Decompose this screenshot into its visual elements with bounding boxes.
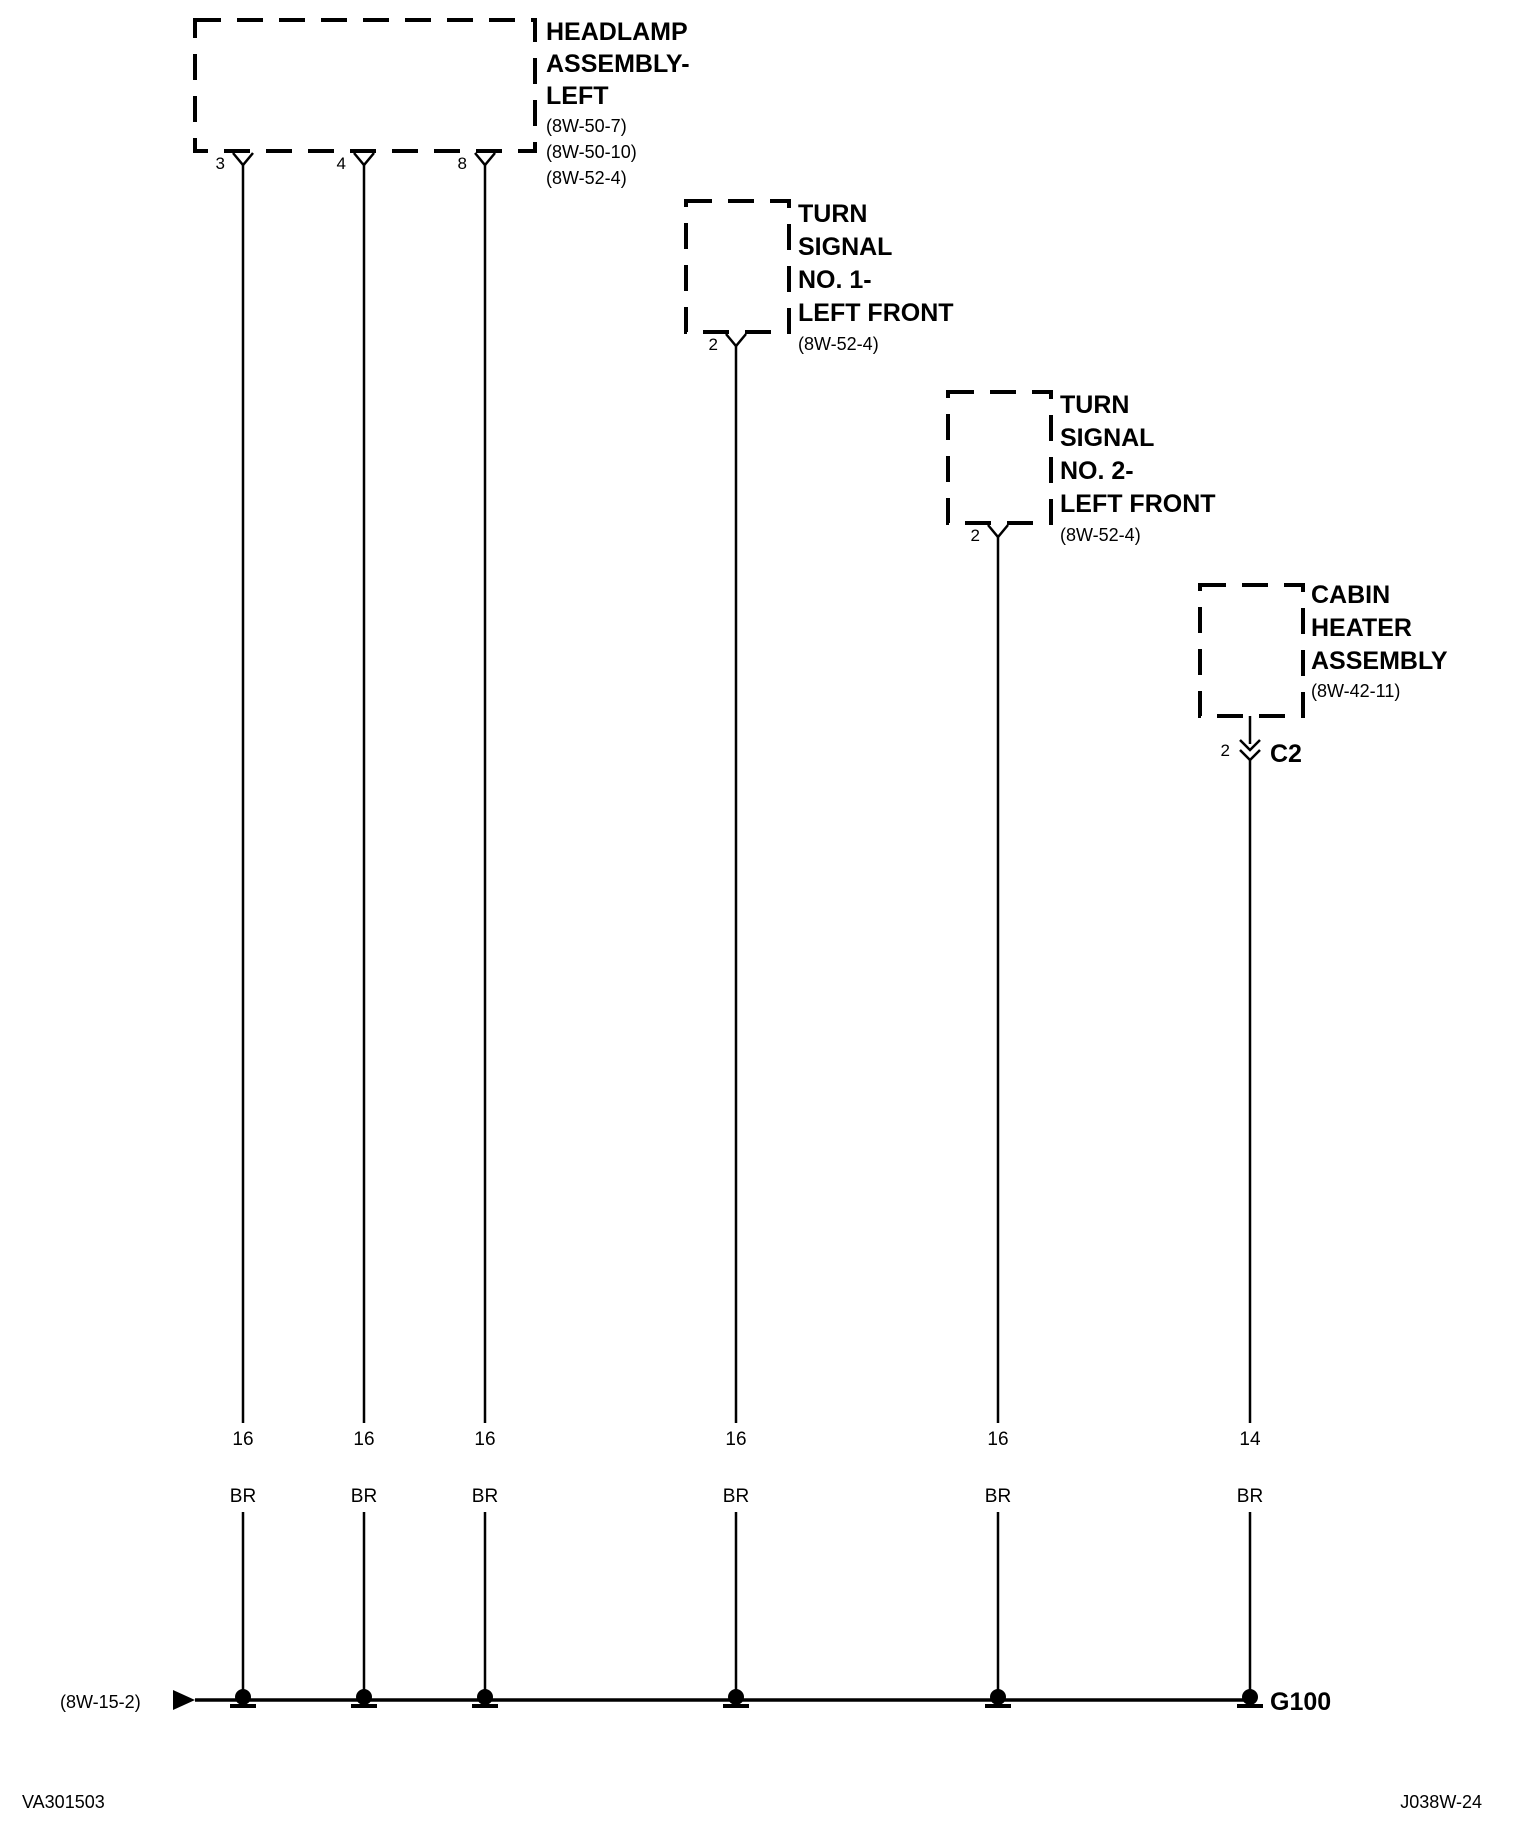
turn-signal-1-title-line-2: SIGNAL bbox=[798, 233, 892, 261]
wire-3-color: BR bbox=[472, 1486, 498, 1507]
wire-1-color: BR bbox=[230, 1486, 256, 1507]
wire-2-pin-label: 4 bbox=[337, 154, 346, 173]
wire-1-connector-y bbox=[232, 152, 254, 167]
wire-5-pin-label: 2 bbox=[971, 526, 980, 545]
wire-1-splice-dot bbox=[235, 1689, 251, 1705]
wire-3-splice-dot bbox=[477, 1689, 493, 1705]
footer-left-code: VA301503 bbox=[22, 1792, 105, 1812]
cabin-heater-ref: (8W-42-11) bbox=[1311, 681, 1400, 701]
wire-6-color: BR bbox=[1237, 1486, 1263, 1507]
wire-6-gauge: 14 bbox=[1239, 1429, 1261, 1450]
turn-signal-2-box bbox=[946, 390, 1053, 525]
wire-1-splice-base bbox=[230, 1704, 256, 1708]
bus-arrow-icon bbox=[173, 1690, 195, 1710]
wire-1-gauge: 16 bbox=[232, 1429, 253, 1450]
component-cabin-heater-assembly: CABIN HEATER ASSEMBLY (8W-42-11) C2 bbox=[1198, 581, 1448, 768]
wire-5-gauge: 16 bbox=[987, 1429, 1008, 1450]
wire-4-pin-label: 2 bbox=[709, 335, 718, 354]
wire-5-connector-y bbox=[987, 524, 1009, 539]
ground-bus: (8W-15-2) G100 bbox=[60, 1688, 1331, 1716]
wire-3-splice-base bbox=[472, 1704, 498, 1708]
wire-3-pin-label: 8 bbox=[458, 154, 467, 173]
wire-4-splice-base bbox=[723, 1704, 749, 1708]
wire-3-gauge: 16 bbox=[474, 1429, 495, 1450]
turn-signal-1-title-line-3: NO. 1- bbox=[798, 266, 872, 294]
wire-2-gauge: 16 bbox=[353, 1429, 374, 1450]
footer-right-code: J038W-24 bbox=[1400, 1792, 1482, 1812]
cabin-heater-title-line-3: ASSEMBLY bbox=[1311, 647, 1448, 675]
ground-bus-ref: (8W-15-2) bbox=[60, 1692, 141, 1712]
headlamp-title-line-1: HEADLAMP bbox=[546, 18, 688, 46]
headlamp-ref-2: (8W-50-10) bbox=[546, 142, 637, 162]
turn-signal-2-title-line-1: TURN bbox=[1060, 391, 1129, 419]
wire-4-splice-dot bbox=[728, 1689, 744, 1705]
headlamp-title-line-3: LEFT bbox=[546, 82, 609, 110]
turn-signal-2-title-line-3: NO. 2- bbox=[1060, 457, 1134, 485]
cabin-heater-title-line-2: HEATER bbox=[1311, 614, 1412, 642]
wire-6-splice-dot bbox=[1242, 1689, 1258, 1705]
wire-2-connector-y bbox=[353, 152, 375, 167]
wire-4-gauge: 16 bbox=[725, 1429, 746, 1450]
turn-signal-1-title-line-1: TURN bbox=[798, 200, 867, 228]
cabin-heater-box bbox=[1198, 583, 1305, 718]
wire-4-connector-y bbox=[725, 333, 747, 348]
component-headlamp-assembly-left: HEADLAMP ASSEMBLY- LEFT (8W-50-7) (8W-50… bbox=[193, 18, 690, 188]
wire-2-color: BR bbox=[351, 1486, 377, 1507]
wire-2-splice-base bbox=[351, 1704, 377, 1708]
wire-5-color: BR bbox=[985, 1486, 1011, 1507]
turn-signal-2-title-line-4: LEFT FRONT bbox=[1060, 490, 1216, 518]
wire-6-splice-base bbox=[1237, 1704, 1263, 1708]
headlamp-ref-1: (8W-50-7) bbox=[546, 116, 627, 136]
ground-label: G100 bbox=[1270, 1688, 1331, 1716]
wire-2-splice-dot bbox=[356, 1689, 372, 1705]
turn-signal-2-title-line-2: SIGNAL bbox=[1060, 424, 1154, 452]
turn-signal-1-box bbox=[684, 199, 791, 334]
wire-4-color: BR bbox=[723, 1486, 749, 1507]
wire-1-pin-label: 3 bbox=[216, 154, 225, 173]
turn-signal-2-ref: (8W-52-4) bbox=[1060, 525, 1141, 545]
wire-5-splice-dot bbox=[990, 1689, 1006, 1705]
headlamp-box bbox=[193, 18, 537, 153]
turn-signal-1-ref: (8W-52-4) bbox=[798, 334, 879, 354]
turn-signal-1-title-line-4: LEFT FRONT bbox=[798, 299, 954, 327]
wire-3-connector-y bbox=[474, 152, 496, 167]
headlamp-ref-3: (8W-52-4) bbox=[546, 168, 627, 188]
wire-5-splice-base bbox=[985, 1704, 1011, 1708]
component-turn-signal-2: TURN SIGNAL NO. 2- LEFT FRONT (8W-52-4) bbox=[946, 390, 1216, 545]
cabin-heater-title-line-1: CABIN bbox=[1311, 581, 1390, 609]
wire-6-connector-chevron-1 bbox=[1239, 739, 1261, 752]
headlamp-title-line-2: ASSEMBLY- bbox=[546, 50, 690, 78]
component-turn-signal-1: TURN SIGNAL NO. 1- LEFT FRONT (8W-52-4) bbox=[684, 199, 954, 354]
cabin-heater-connector-label: C2 bbox=[1270, 740, 1302, 768]
wire-6-pin-label: 2 bbox=[1221, 741, 1230, 760]
